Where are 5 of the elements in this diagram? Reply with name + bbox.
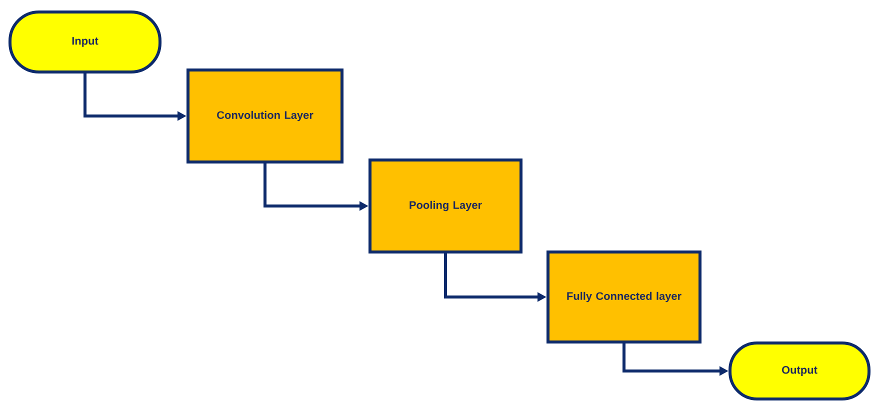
terminal-box: Output [728,342,870,400]
process-box: Convolution Layer [186,68,344,164]
process-box: Pooling Layer [368,158,522,254]
terminal-box: Input [8,10,162,74]
process-box: Fully Connected layer [546,250,702,344]
